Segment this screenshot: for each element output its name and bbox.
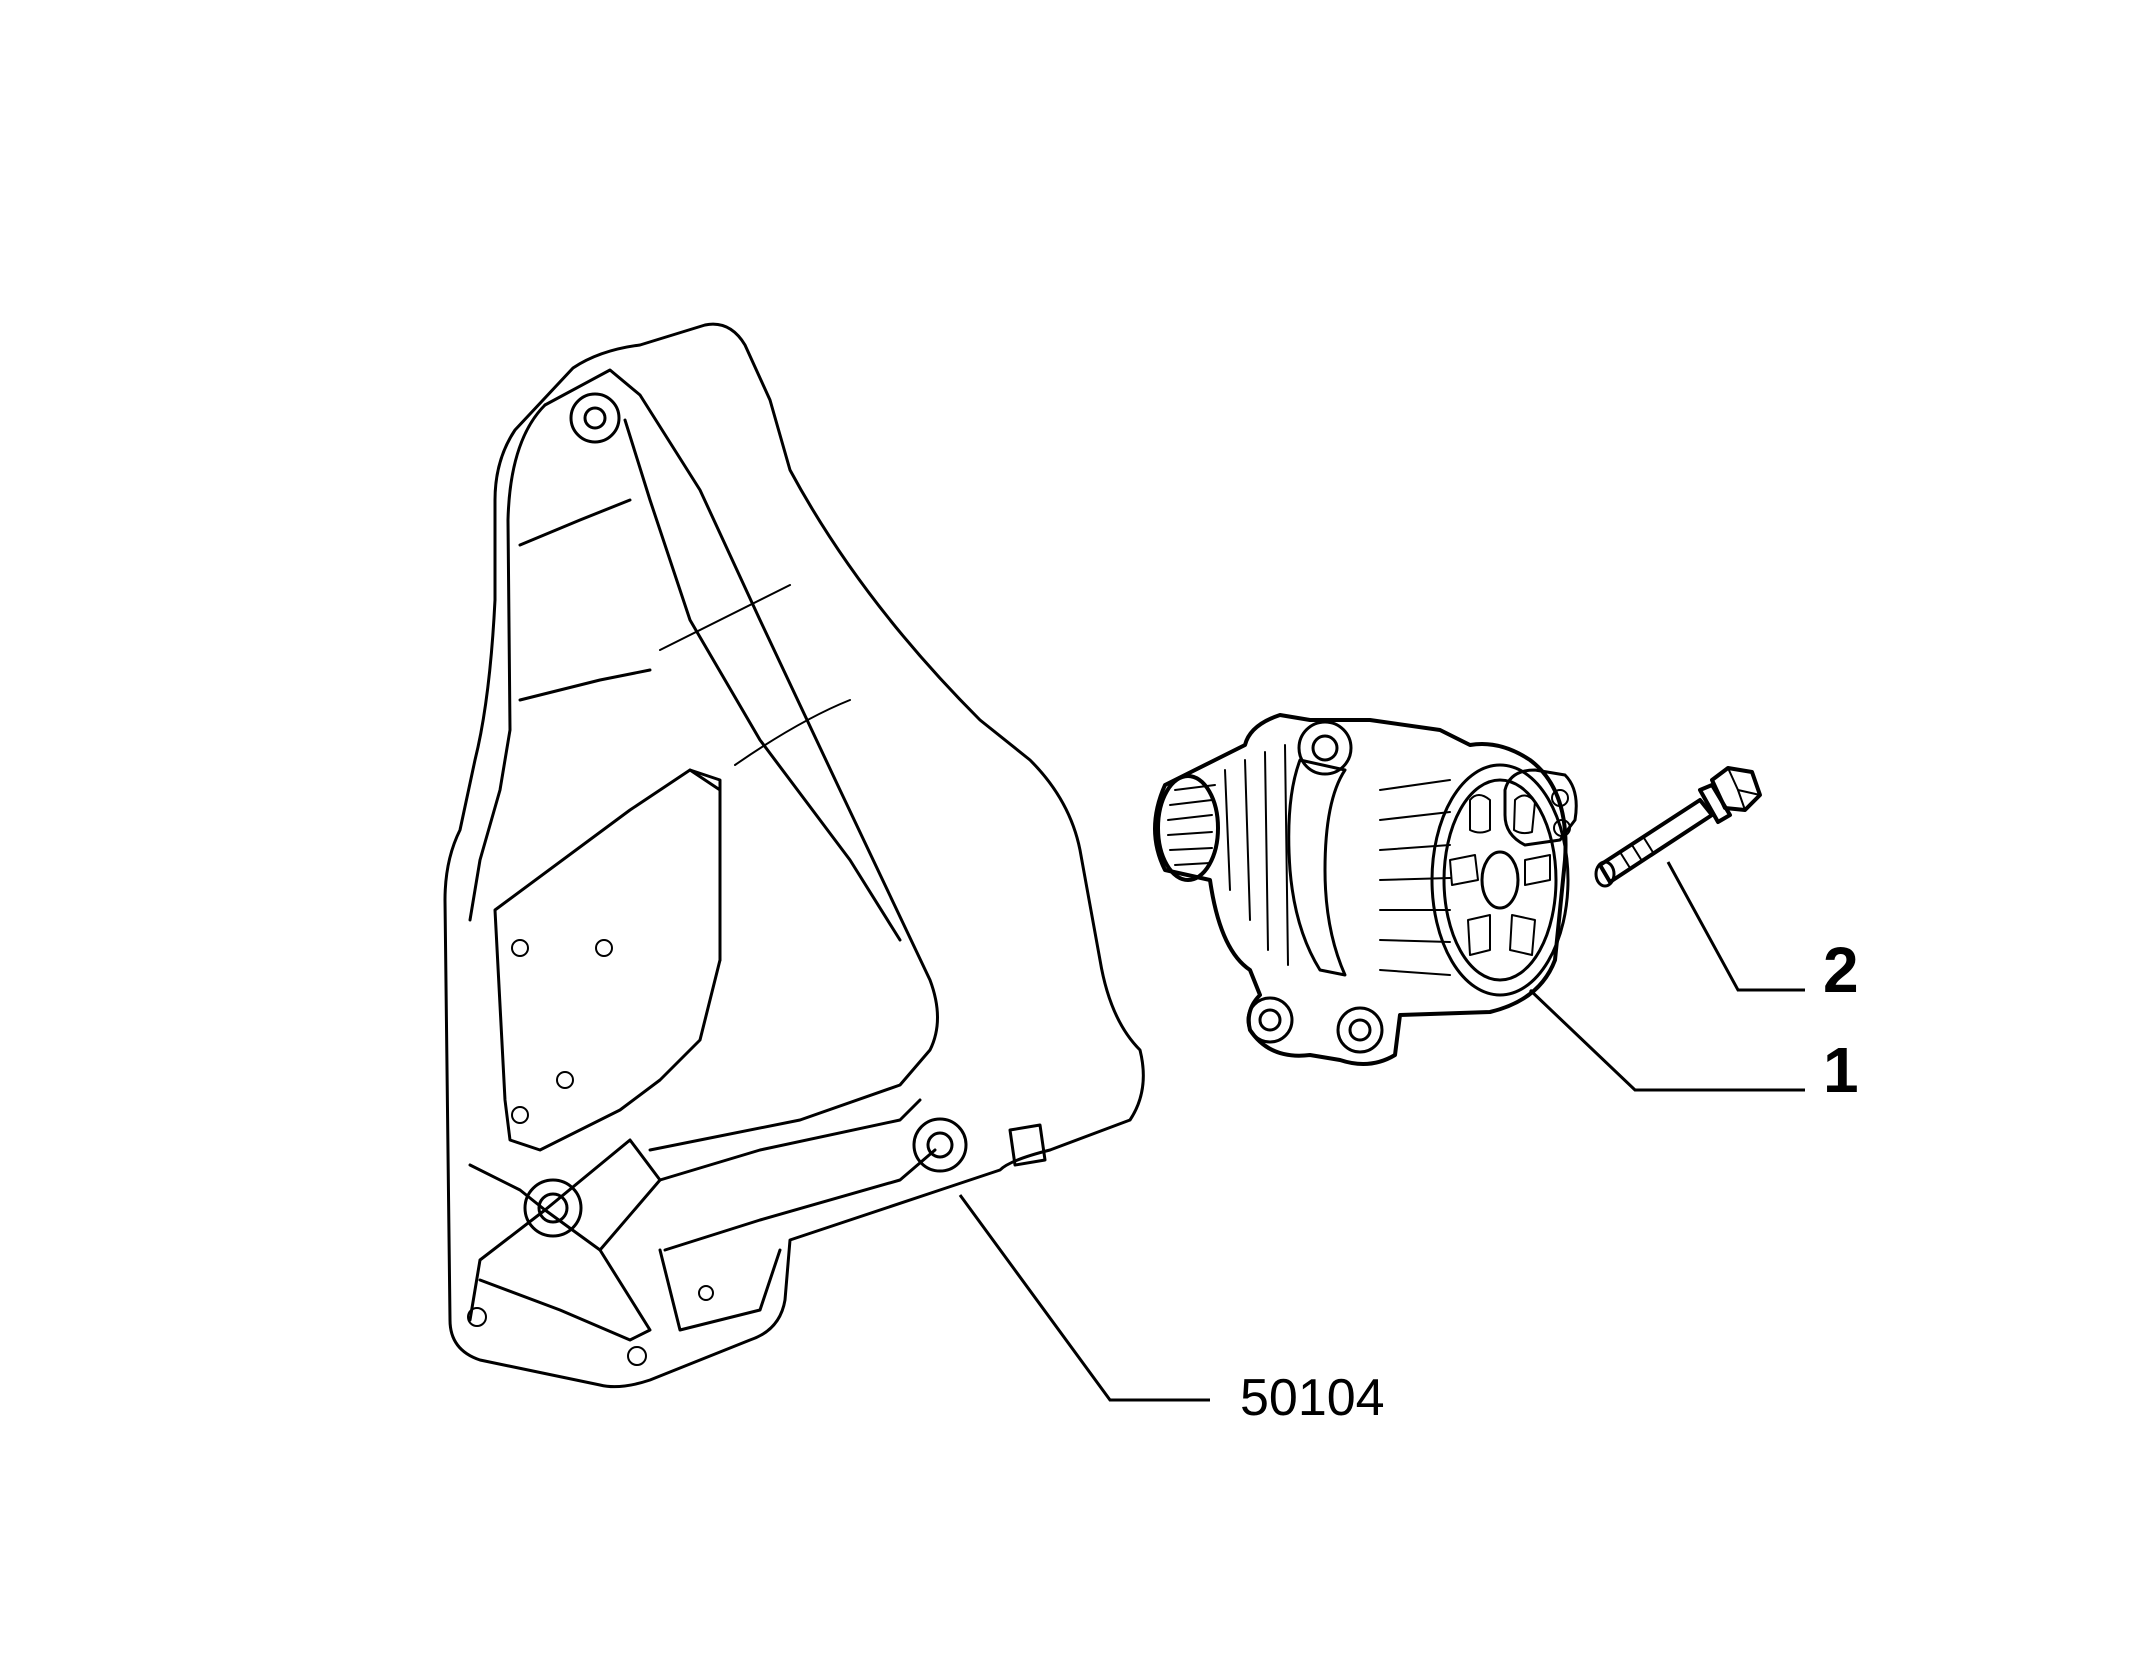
bracket-inner-rail	[623, 418, 902, 942]
bracket-pivot-hole	[537, 1192, 569, 1224]
vent-slot	[1524, 854, 1551, 886]
stator-fin	[1379, 811, 1451, 821]
bracket-web-line-2	[734, 699, 851, 766]
stator-fin	[1224, 769, 1231, 891]
bracket-top-lug-hole	[583, 406, 607, 430]
vent-slot	[1509, 914, 1536, 956]
stator-fin	[1264, 751, 1269, 951]
stator-fin	[1379, 939, 1451, 943]
bracket-cross-rib-mid	[518, 668, 652, 702]
terminal-stud	[1553, 819, 1571, 837]
leader-lines	[958, 861, 1805, 1402]
stator-fin	[1379, 877, 1451, 881]
bolt-thread	[1631, 844, 1643, 862]
pulley-groove	[1169, 847, 1213, 851]
alternator-body-outline	[1153, 713, 1568, 1066]
alternator-rear-cover-rim	[1442, 778, 1558, 982]
vent-slot	[1469, 794, 1491, 834]
pulley-groove	[1167, 814, 1213, 821]
bracket-mounting-plate	[493, 768, 722, 1152]
bracket-plate-edge	[688, 768, 722, 962]
plate-hole	[556, 1071, 574, 1089]
stator-fin	[1244, 759, 1251, 921]
alternator	[1153, 713, 1578, 1066]
plate-hole	[595, 939, 613, 957]
pulley	[1156, 774, 1220, 882]
bracket-cross-rib-top	[518, 498, 632, 547]
stator-fin	[1379, 969, 1451, 976]
alternator-lower-lug-hole	[1348, 1018, 1372, 1042]
bolt-thread	[1619, 851, 1631, 869]
bracket-bottom-hole	[627, 1346, 647, 1366]
alternator-mount-strap	[1287, 758, 1347, 977]
pulley-groove	[1169, 799, 1213, 806]
bolt-shank	[1598, 798, 1714, 884]
alternator-lower-lug	[1246, 996, 1294, 1044]
plate-hole	[511, 1106, 529, 1124]
bracket-lower-web	[658, 1098, 922, 1182]
alternator-lower-lug-hole	[1258, 1008, 1282, 1032]
leader-bracket	[958, 1194, 1210, 1402]
vent-slot	[1467, 914, 1491, 956]
plate-hole	[511, 939, 529, 957]
callout-bolt-item-number: 2	[1823, 934, 1859, 1006]
pulley-groove	[1174, 862, 1211, 866]
bolt-hex-facet	[1727, 767, 1746, 811]
alternator-rear-cover	[1430, 763, 1570, 997]
bracket-bottom-hole	[698, 1285, 714, 1301]
bracket-outline	[443, 322, 1145, 1389]
bolt-washer-flange	[1698, 783, 1732, 824]
bracket-upper-arm-frame	[543, 368, 939, 1152]
bracket-top-lug	[569, 392, 621, 444]
bolt-hex-facet	[1737, 789, 1761, 796]
stator-fin	[1379, 779, 1451, 791]
alternator-lower-lug	[1336, 1006, 1384, 1054]
bracket-right-lug-hole	[926, 1131, 954, 1159]
bracket-lower-boss	[658, 1248, 782, 1332]
bracket-small-tab	[1008, 1123, 1047, 1167]
stator-fin	[1284, 744, 1289, 966]
bracket-web-line	[659, 584, 791, 651]
alternator-mounting-bracket	[443, 322, 1145, 1389]
bracket-left-rail	[468, 403, 547, 922]
leader-bolt	[1666, 861, 1805, 992]
pulley-groove	[1167, 831, 1213, 836]
bracket-right-lug	[912, 1117, 968, 1173]
bracket-lower-rib-bottom	[478, 1248, 652, 1342]
vent-slot	[1449, 854, 1479, 886]
callout-alternator-item-number: 1	[1823, 1034, 1859, 1106]
alternator-upper-lug-hole	[1311, 734, 1339, 762]
pulley-groove	[1174, 784, 1216, 791]
alternator-regulator	[1503, 768, 1578, 847]
bolt-hex-head	[1710, 766, 1762, 812]
mounting-bolt	[1594, 766, 1762, 888]
leader-alternator	[1528, 988, 1805, 1092]
stator-fin	[1379, 844, 1451, 851]
bolt-thread	[1643, 837, 1655, 855]
bracket-pivot-boss	[523, 1178, 583, 1238]
alternator-upper-lug	[1297, 720, 1353, 776]
alternator-rear-cover-hub	[1480, 850, 1520, 910]
bolt-tip	[1594, 860, 1616, 888]
callout-bracket-part-number: 50104	[1240, 1369, 1385, 1427]
bracket-bottom-hole	[467, 1307, 487, 1327]
terminal-stud	[1551, 789, 1569, 807]
vent-slot	[1513, 794, 1536, 835]
bracket-lower-web-2	[663, 1148, 937, 1252]
